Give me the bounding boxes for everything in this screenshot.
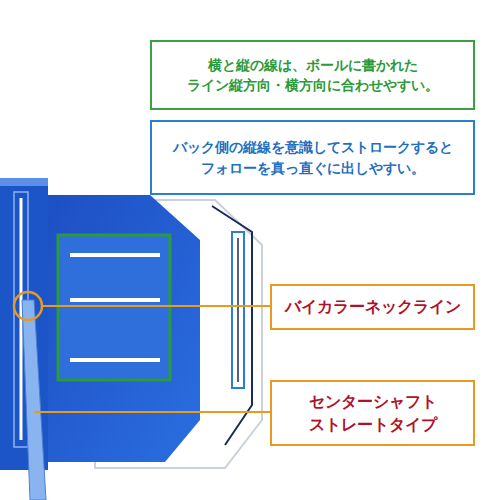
- alignment-line: [70, 253, 160, 257]
- box-text: 横と縦の線は、ボールに書かれた ライン縦方向・横方向に合わせやすい。: [162, 55, 463, 96]
- back-line-frame: [232, 232, 244, 388]
- shaft: [22, 300, 46, 500]
- back-line: [237, 238, 239, 382]
- box-text: バイカラーネックライン: [285, 295, 461, 318]
- note-box: 横と縦の線は、ボールに書かれた ライン縦方向・横方向に合わせやすい。: [150, 40, 475, 110]
- note-box: バック側の縦線を意識してストロークすると フォローを真っ直ぐに出しやすい。: [150, 120, 475, 195]
- leader-line: [42, 305, 270, 307]
- box-text: センターシャフト ストレートタイプ: [282, 390, 463, 436]
- alignment-line: [70, 298, 160, 302]
- callout-box: センターシャフト ストレートタイプ: [270, 380, 475, 446]
- putter-body: [48, 195, 200, 462]
- alignment-lines-frame: [58, 235, 170, 380]
- face-top: [0, 178, 48, 186]
- top-panel: [58, 235, 170, 380]
- frame-edge: [212, 206, 252, 445]
- box-text: バック側の縦線を意識してストロークすると フォローを真っ直ぐに出しやすい。: [162, 137, 463, 178]
- neck-circle: [14, 292, 42, 320]
- callout-box: バイカラーネックライン: [270, 284, 475, 330]
- alignment-line: [70, 358, 160, 362]
- leader-line: [34, 411, 270, 413]
